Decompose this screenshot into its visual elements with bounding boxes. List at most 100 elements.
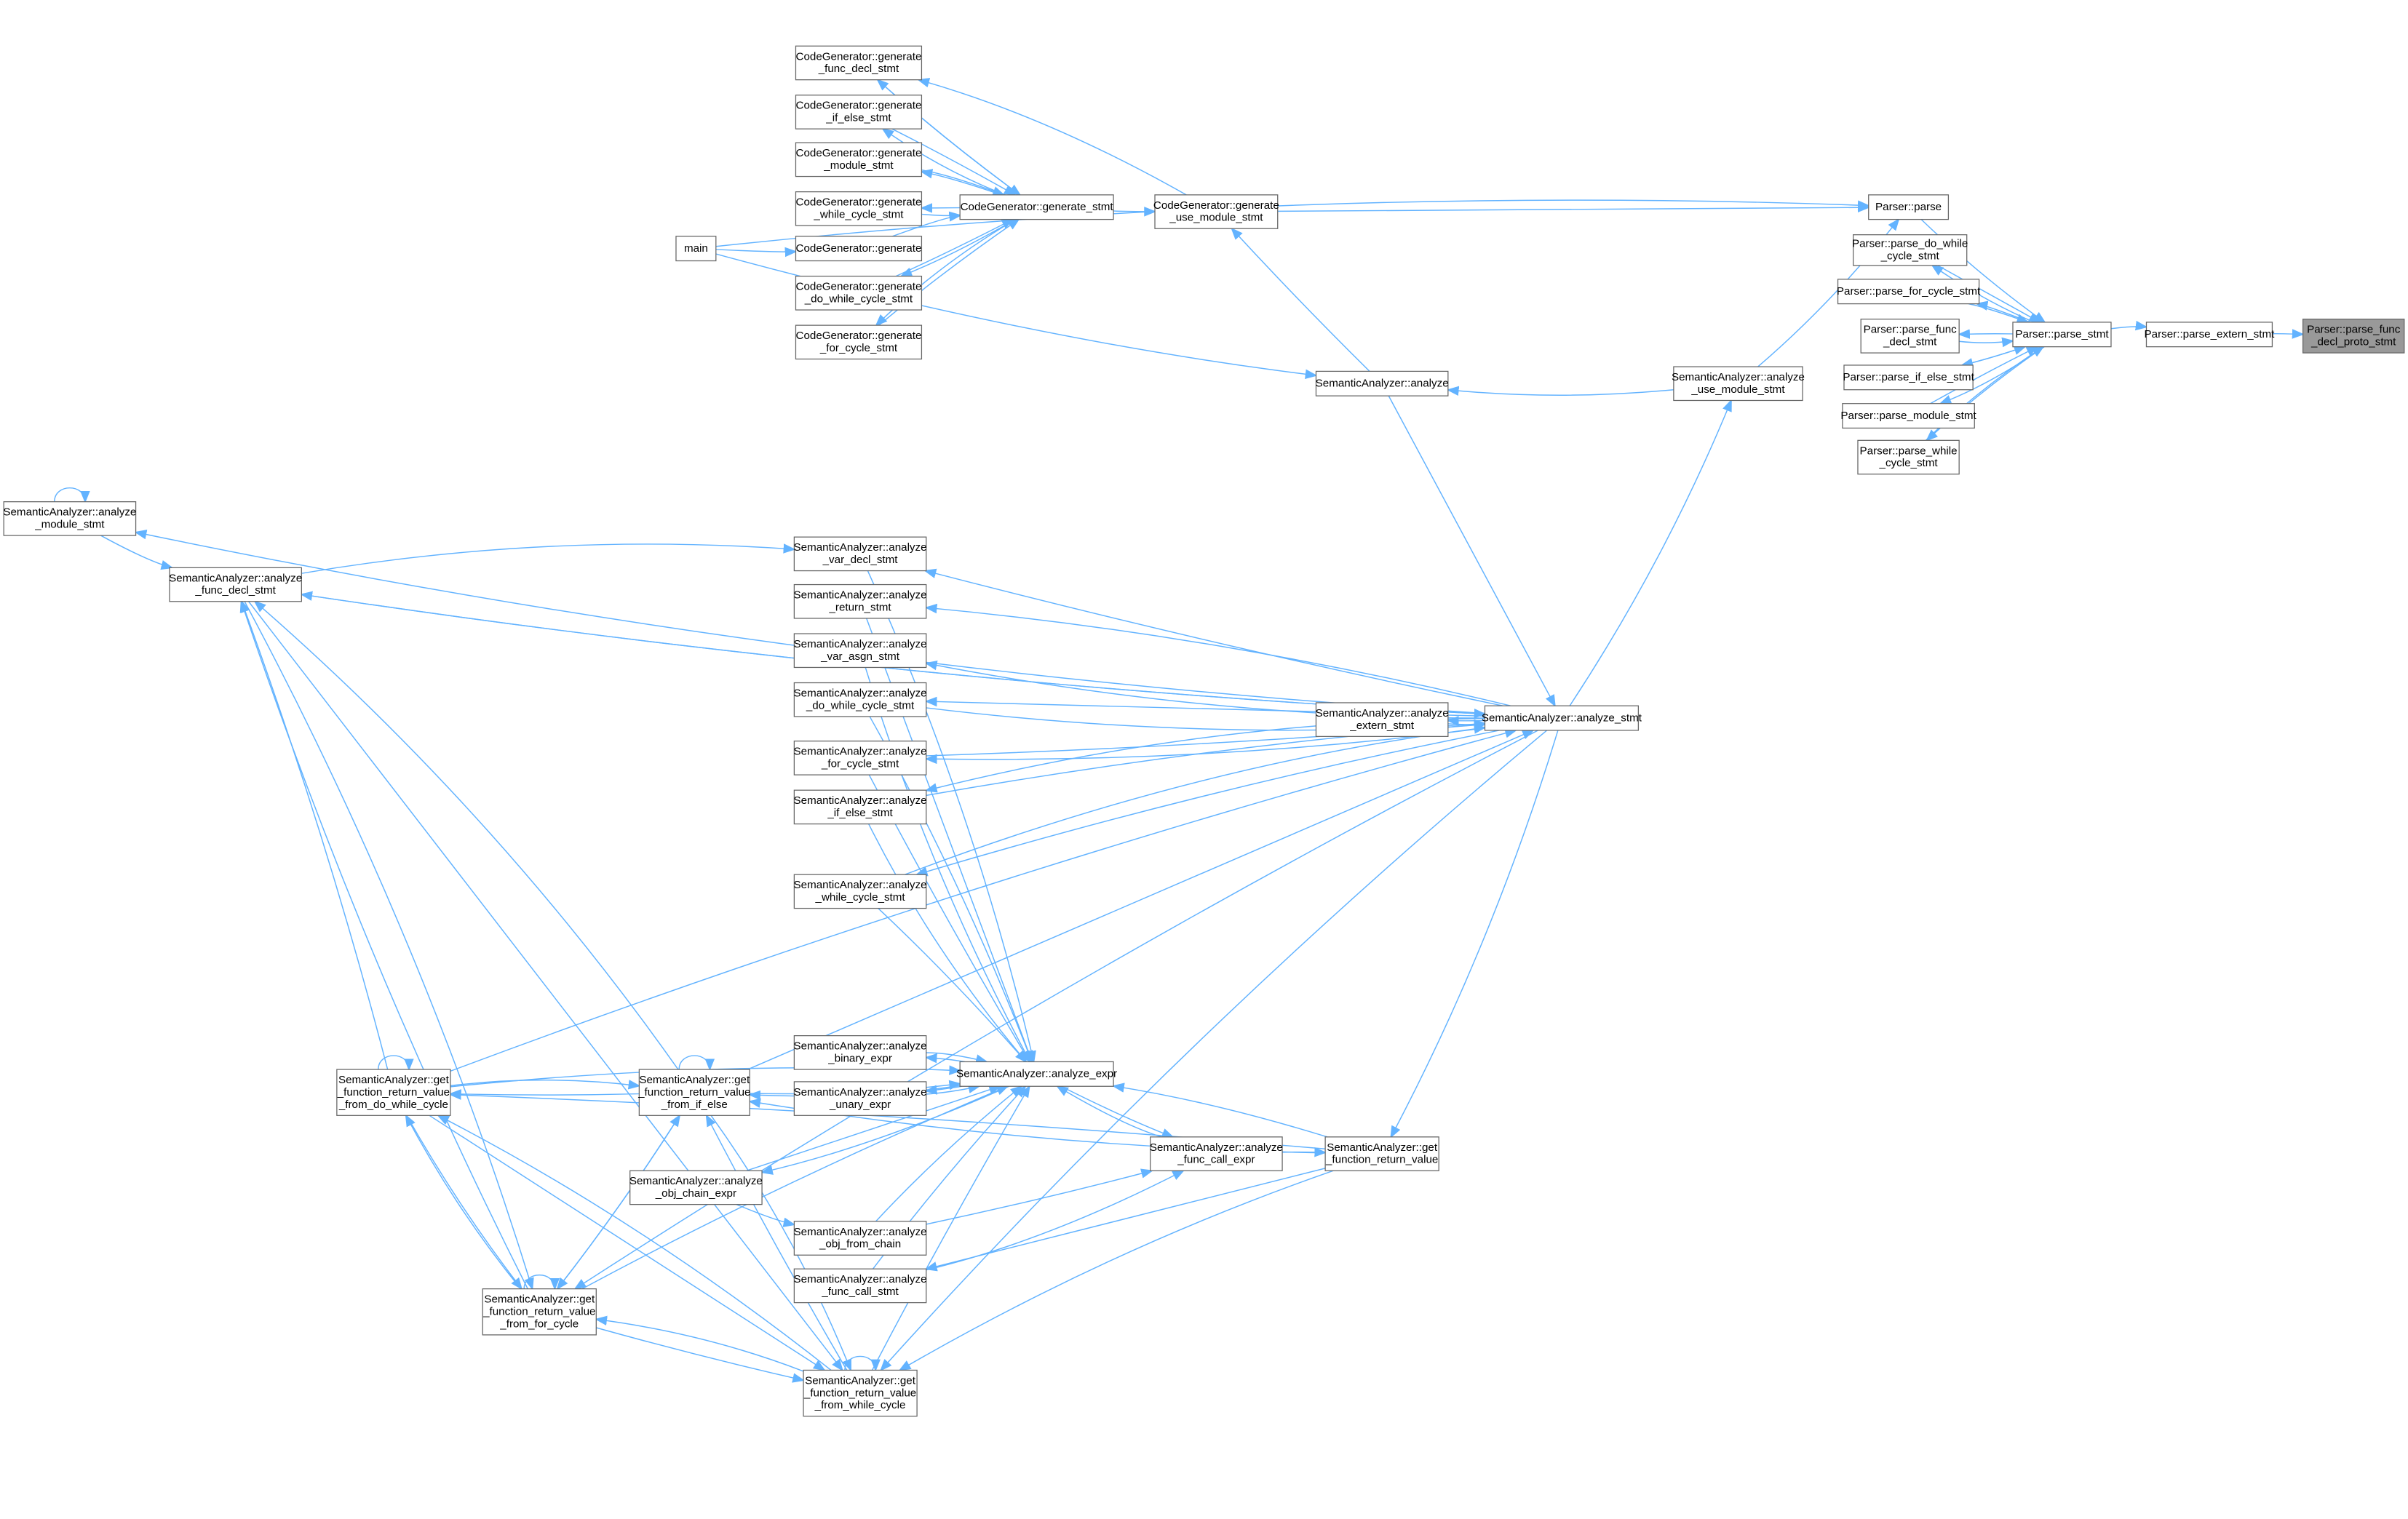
- node-sa-do-while[interactable]: SemanticAnalyzer::analyze_do_while_cycle…: [794, 682, 927, 717]
- edge-get_for-to-sa_expr: [581, 1085, 1009, 1290]
- node-parse-stmt[interactable]: Parser::parse_stmt: [2012, 322, 2112, 348]
- edge-get_do_while-to-get_do_while: [378, 1055, 414, 1072]
- edge-get_if_else-to-get_if_else: [678, 1055, 715, 1072]
- node-label: _function_return_value: [482, 1305, 595, 1317]
- node-sa-expr[interactable]: SemanticAnalyzer::analyze_expr: [956, 1061, 1117, 1087]
- node-label: _extern_stmt: [1349, 719, 1414, 732]
- node-box: [793, 536, 927, 572]
- node-sa-var-decl[interactable]: SemanticAnalyzer::analyze_var_decl_stmt: [793, 536, 927, 572]
- node-box: [1154, 194, 1279, 229]
- node-parser-parse[interactable]: Parser::parse: [1868, 194, 1950, 220]
- node-sa-obj-from[interactable]: SemanticAnalyzer::analyze_obj_from_chain: [794, 1221, 927, 1256]
- node-label: CodeGenerator::generate: [796, 196, 922, 209]
- node-box: [1837, 279, 1980, 305]
- node-sa-func-decl[interactable]: SemanticAnalyzer::analyze_func_decl_stmt: [169, 567, 302, 602]
- node-sa-unary[interactable]: SemanticAnalyzer::analyze_unary_expr: [794, 1081, 927, 1116]
- node-box: [629, 1170, 763, 1205]
- node-label: CodeGenerator::generate: [1153, 199, 1279, 212]
- node-get-while[interactable]: SemanticAnalyzer::get_function_return_va…: [803, 1369, 918, 1417]
- node-label: Parser::parse_if_else_stmt: [1843, 371, 1974, 383]
- edge-get_do_while-to-get_for: [406, 1115, 523, 1291]
- edge-parse_func_decl-to-parse_stmt: [1959, 337, 2015, 348]
- node-box: [1315, 702, 1449, 737]
- node-label: Parser::parse_func: [1864, 324, 1958, 336]
- node-cg-while[interactable]: CodeGenerator::generate_while_cycle_stmt: [795, 191, 923, 226]
- node-box: [169, 567, 302, 602]
- node-box: [795, 45, 923, 81]
- node-label: _module_stmt: [34, 519, 105, 531]
- node-label: SemanticAnalyzer::get: [805, 1374, 916, 1387]
- edge-cg_generate_stmt-to-cg_use_module: [1113, 207, 1157, 217]
- node-label: _do_while_cycle_stmt: [804, 292, 913, 305]
- edge-get_do_while-to-sa_func_decl: [240, 599, 389, 1070]
- edge-sa_expr-to-sa_func_call_expr: [1060, 1085, 1175, 1138]
- edge-sa_if_else-to-sa_expr: [868, 824, 1028, 1064]
- node-sa-stmt[interactable]: SemanticAnalyzer::analyze_stmt: [1482, 705, 1642, 731]
- node-cg-module[interactable]: CodeGenerator::generate_module_stmt: [795, 142, 923, 178]
- node-label: CodeGenerator::generate: [796, 100, 922, 112]
- node-get-ret[interactable]: SemanticAnalyzer::get_function_return_va…: [1324, 1136, 1439, 1171]
- node-parse-if-else[interactable]: Parser::parse_if_else_stmt: [1843, 364, 1975, 391]
- node-get-do-while[interactable]: SemanticAnalyzer::get_function_return_va…: [336, 1069, 451, 1116]
- node-label: _function_return_value: [1325, 1154, 1438, 1166]
- node-label: SemanticAnalyzer::analyze_expr: [956, 1068, 1117, 1080]
- node-label: SemanticAnalyzer::analyze_stmt: [1482, 711, 1642, 724]
- edge-sa_func_decl-to-get_for: [244, 601, 534, 1291]
- node-sa-analyze[interactable]: SemanticAnalyzer::analyze: [1316, 370, 1449, 396]
- node-sa-var-asgn[interactable]: SemanticAnalyzer::analyze_var_asgn_stmt: [793, 633, 927, 669]
- node-label: SemanticAnalyzer::analyze: [794, 541, 927, 554]
- edge-sa_obj_from-to-sa_func_call_expr: [926, 1168, 1154, 1225]
- node-cg-func-decl[interactable]: CodeGenerator::generate_func_decl_stmt: [795, 45, 923, 81]
- edge-get_if_else-to-sa_stmt: [747, 730, 1535, 1070]
- node-label: SemanticAnalyzer::analyze: [3, 506, 136, 519]
- node-sa-module[interactable]: SemanticAnalyzer::analyze_module_stmt: [3, 501, 136, 536]
- node-proto[interactable]: Parser::parse_func_decl_proto_stmt: [2302, 319, 2405, 354]
- node-box: [795, 95, 923, 129]
- node-box: [793, 633, 927, 669]
- node-parse-module[interactable]: Parser::parse_module_stmt: [1840, 403, 1977, 429]
- node-parse-while[interactable]: Parser::parse_while_cycle_stmt: [1857, 439, 1960, 475]
- node-label: Parser::parse_for_cycle_stmt: [1837, 285, 1981, 298]
- node-label: _cycle_stmt: [1879, 457, 1939, 469]
- node-sa-for[interactable]: SemanticAnalyzer::analyze_for_cycle_stmt: [794, 741, 927, 776]
- node-box: [803, 1369, 918, 1417]
- node-sa-obj-chain[interactable]: SemanticAnalyzer::analyze_obj_chain_expr: [629, 1170, 763, 1205]
- node-cg-use-module[interactable]: CodeGenerator::generate_use_module_stmt: [1153, 194, 1279, 229]
- edge-cg_if_else-to-cg_generate_stmt: [891, 128, 1017, 196]
- node-sa-func-call-expr[interactable]: SemanticAnalyzer::analyze_func_call_expr: [1150, 1136, 1283, 1171]
- node-sa-binary[interactable]: SemanticAnalyzer::analyze_binary_expr: [794, 1035, 927, 1070]
- node-label: _if_else_stmt: [827, 807, 893, 819]
- edge-sa_stmt-to-sa_use_module: [1569, 399, 1732, 706]
- node-label: _function_return_value: [637, 1086, 750, 1099]
- node-cg-if-else[interactable]: CodeGenerator::generate_if_else_stmt: [795, 95, 923, 129]
- node-label: SemanticAnalyzer::get: [338, 1074, 450, 1086]
- node-label: Parser::parse_do_while: [1852, 238, 1968, 250]
- node-parse-do-while[interactable]: Parser::parse_do_while_cycle_stmt: [1852, 234, 1968, 266]
- node-sa-func-call-stmt[interactable]: SemanticAnalyzer::analyze_func_call_stmt: [794, 1268, 927, 1304]
- node-sa-if-else[interactable]: SemanticAnalyzer::analyze_if_else_stmt: [794, 789, 927, 825]
- node-label: SemanticAnalyzer::analyze: [794, 879, 927, 891]
- edge-cg_func_decl-to-cg_generate_stmt: [877, 79, 1022, 196]
- edge-sa_stmt-to-get_while: [880, 730, 1548, 1371]
- node-main[interactable]: main: [675, 236, 717, 262]
- node-get-for[interactable]: SemanticAnalyzer::get_function_return_va…: [482, 1288, 597, 1336]
- node-sa-while[interactable]: SemanticAnalyzer::analyze_while_cycle_st…: [793, 874, 927, 909]
- node-cg-generate-stmt[interactable]: CodeGenerator::generate_stmt: [959, 194, 1114, 220]
- node-sa-use-module[interactable]: SemanticAnalyzer::analyze_use_module_stm…: [1672, 366, 1805, 402]
- edge-sa_func_call_expr-to-sa_expr: [1056, 1085, 1162, 1138]
- node-box: [793, 874, 927, 909]
- node-cg-do-while[interactable]: CodeGenerator::generate_do_while_cycle_s…: [795, 276, 923, 311]
- node-label: _func_call_stmt: [821, 1285, 899, 1298]
- node-label: _func_decl_stmt: [818, 63, 899, 75]
- node-cg-generate[interactable]: CodeGenerator::generate: [795, 236, 923, 262]
- node-cg-for[interactable]: CodeGenerator::generate_for_cycle_stmt: [795, 324, 923, 360]
- node-label: _for_cycle_stmt: [821, 758, 899, 770]
- node-get-if-else[interactable]: SemanticAnalyzer::get_function_return_va…: [637, 1069, 750, 1116]
- node-label: SemanticAnalyzer::analyze: [794, 794, 927, 807]
- node-parse-func-decl[interactable]: Parser::parse_func_decl_stmt: [1860, 319, 1960, 354]
- node-sa-extern[interactable]: SemanticAnalyzer::analyze_extern_stmt: [1315, 702, 1449, 737]
- node-parse-extern[interactable]: Parser::parse_extern_stmt: [2145, 322, 2276, 348]
- edge-get_if_else-to-get_do_while: [448, 1089, 640, 1099]
- node-parse-for[interactable]: Parser::parse_for_cycle_stmt: [1837, 279, 1981, 305]
- node-sa-return[interactable]: SemanticAnalyzer::analyze_return_stmt: [794, 583, 927, 619]
